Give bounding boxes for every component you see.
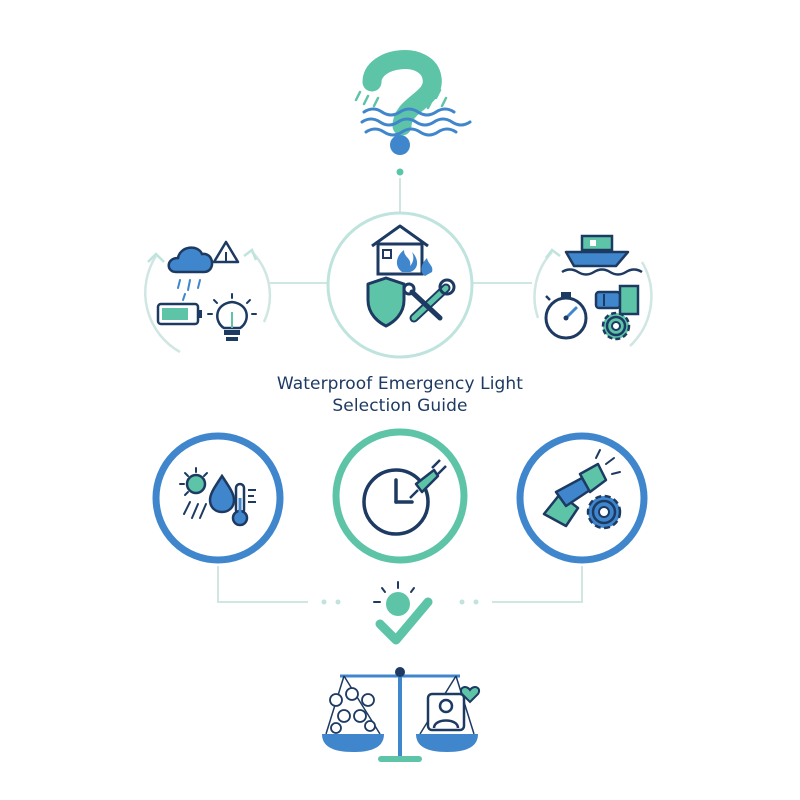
shield-icon [366,276,406,328]
right-cluster [533,234,653,347]
battery-icon [156,302,202,326]
clock-icon [362,468,430,536]
factor-circle-runtime [332,428,468,564]
guide-title-line1: Waterproof Emergency Light [276,374,524,394]
hand-flashlight-icon [542,449,621,528]
house-fire-icon [371,224,433,276]
gear-icon [601,311,631,341]
question-rain-waves-icon [354,50,472,155]
left-cluster [144,240,272,354]
factor-circle-usability [516,432,648,564]
plug-icon [409,459,447,499]
person-heart-icon [426,686,480,732]
tent-icon [212,240,240,264]
lightbulbs-icon [329,687,376,734]
checkmark-icon [373,581,433,645]
gear-icon [586,494,622,530]
boat-icon [561,234,643,276]
flashlight-icon [594,284,640,316]
connectors [217,178,583,603]
water-drop-icon [208,473,236,514]
guide-title-line2: Selection Guide [332,396,468,416]
cloud-rain-icon [167,246,214,301]
sun-icon [179,467,208,519]
stopwatch-icon [544,292,588,340]
thermometer-icon [231,482,256,527]
wrench-icon [402,278,456,323]
lightbulb-icon [207,293,257,341]
